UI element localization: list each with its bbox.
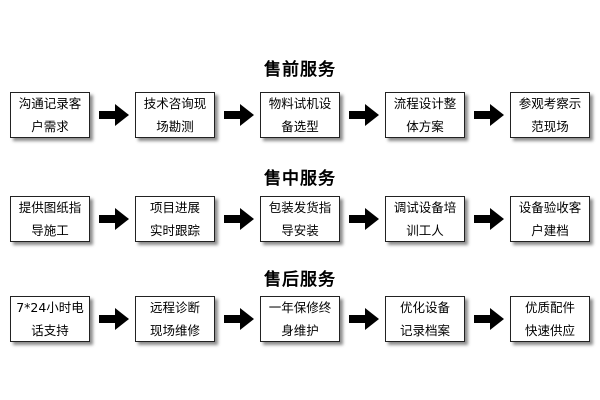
- arrow-right-icon: [474, 308, 504, 330]
- step-box: 物料试机设备选型: [260, 92, 340, 138]
- arrow-right-icon: [99, 208, 129, 230]
- arrow-right-icon: [474, 104, 504, 126]
- flow-row-pre-sales: 沟通记录客户需求 技术咨询现场勘测 物料试机设备选型 流程设计整体方案 参观考察…: [0, 92, 600, 144]
- flow-row-after-sales: 7*24小时电话支持 远程诊断现场维修 一年保修终身维护 优化设备记录档案 优质…: [0, 296, 600, 348]
- step-box: 项目进展实时跟踪: [135, 196, 215, 242]
- step-box: 设备验收客户建档: [510, 196, 590, 242]
- arrow-right-icon: [474, 208, 504, 230]
- step-box: 参观考察示范现场: [510, 92, 590, 138]
- step-box: 优化设备记录档案: [385, 296, 465, 342]
- step-box: 包装发货指导安装: [260, 196, 340, 242]
- arrow-right-icon: [349, 208, 379, 230]
- step-box: 远程诊断现场维修: [135, 296, 215, 342]
- arrow-right-icon: [349, 308, 379, 330]
- arrow-right-icon: [99, 104, 129, 126]
- arrow-right-icon: [349, 104, 379, 126]
- arrow-right-icon: [99, 308, 129, 330]
- step-box: 技术咨询现场勘测: [135, 92, 215, 138]
- step-box: 一年保修终身维护: [260, 296, 340, 342]
- arrow-right-icon: [224, 308, 254, 330]
- step-box: 优质配件快速供应: [510, 296, 590, 342]
- step-box: 提供图纸指导施工: [10, 196, 90, 242]
- arrow-right-icon: [224, 104, 254, 126]
- section-title-after-sales: 售后服务: [264, 270, 336, 290]
- step-box: 流程设计整体方案: [385, 92, 465, 138]
- step-box: 沟通记录客户需求: [10, 92, 90, 138]
- step-box: 7*24小时电话支持: [10, 296, 90, 342]
- flow-row-in-sales: 提供图纸指导施工 项目进展实时跟踪 包装发货指导安装 调试设备培训工人 设备验收…: [0, 196, 600, 248]
- step-box: 调试设备培训工人: [385, 196, 465, 242]
- arrow-right-icon: [224, 208, 254, 230]
- section-title-in-sales: 售中服务: [264, 169, 336, 189]
- section-title-pre-sales: 售前服务: [264, 60, 336, 80]
